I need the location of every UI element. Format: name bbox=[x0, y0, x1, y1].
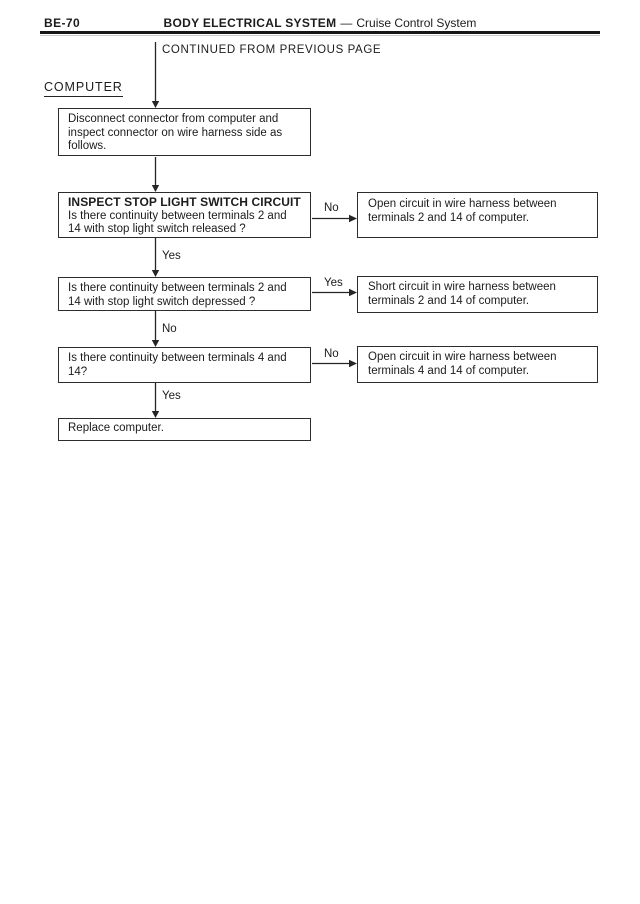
flow-box-result2: Short circuit in wire harness between te… bbox=[357, 276, 598, 313]
flow-box-check2: Is there continuity between terminals 2 … bbox=[58, 277, 311, 311]
arrowhead-right-3 bbox=[349, 359, 357, 368]
header-rule-shadow bbox=[40, 35, 600, 36]
arrowhead-down-1 bbox=[151, 101, 160, 108]
flow-box-check1: INSPECT STOP LIGHT SWITCH CIRCUIT Is the… bbox=[58, 192, 311, 238]
flow-box-result3-text: Open circuit in wire harness between ter… bbox=[368, 351, 557, 377]
flow-box-result2-text: Short circuit in wire harness between te… bbox=[368, 281, 556, 307]
header-rule bbox=[40, 31, 600, 34]
arrowhead-down-4 bbox=[151, 340, 160, 347]
section-label-computer: COMPUTER bbox=[44, 80, 123, 97]
flow-box-check1-title: INSPECT STOP LIGHT SWITCH CIRCUIT bbox=[68, 195, 301, 209]
branch-label-check2-down: No bbox=[160, 323, 179, 335]
flow-box-check2-question: Is there continuity between terminals 2 … bbox=[68, 282, 287, 308]
subsection-title: Cruise Control System bbox=[356, 16, 477, 30]
flow-box-intro-text: Disconnect connector from computer and i… bbox=[68, 113, 283, 152]
arrowhead-right-1 bbox=[349, 214, 357, 223]
flow-box-check3-question: Is there continuity between terminals 4 … bbox=[68, 352, 287, 378]
arrowhead-down-2 bbox=[151, 185, 160, 192]
header-divider: — bbox=[340, 16, 353, 30]
flow-box-check3: Is there continuity between terminals 4 … bbox=[58, 347, 311, 383]
arrowhead-right-2 bbox=[349, 288, 357, 297]
flow-box-final-text: Replace computer. bbox=[68, 422, 164, 434]
flow-box-intro: Disconnect connector from computer and i… bbox=[58, 108, 311, 156]
continued-from-label: CONTINUED FROM PREVIOUS PAGE bbox=[162, 44, 382, 56]
arrowhead-down-5 bbox=[151, 411, 160, 418]
flow-box-result3: Open circuit in wire harness between ter… bbox=[357, 346, 598, 383]
page-header-title: BODY ELECTRICAL SYSTEM—Cruise Control Sy… bbox=[0, 16, 640, 30]
branch-label-check3-right: No bbox=[322, 348, 341, 360]
branch-label-check3-down: Yes bbox=[160, 390, 183, 402]
branch-label-check2-right: Yes bbox=[322, 277, 345, 289]
flow-box-result1-text: Open circuit in wire harness between ter… bbox=[368, 198, 557, 224]
page-number: BE-70 bbox=[44, 16, 81, 30]
section-title: BODY ELECTRICAL SYSTEM bbox=[163, 16, 337, 30]
branch-label-check1-down: Yes bbox=[160, 250, 183, 262]
flow-box-final: Replace computer. bbox=[58, 418, 311, 441]
flow-box-result1: Open circuit in wire harness between ter… bbox=[357, 192, 598, 238]
branch-label-check1-right: No bbox=[322, 202, 341, 214]
flow-box-check1-question: Is there continuity between terminals 2 … bbox=[68, 209, 287, 236]
arrowhead-down-3 bbox=[151, 270, 160, 277]
